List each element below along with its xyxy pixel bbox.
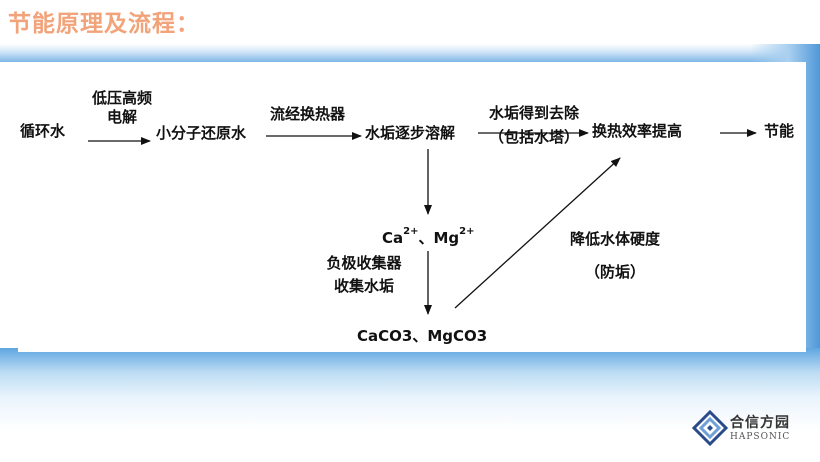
decorative-band-top (0, 44, 820, 62)
decorative-band-bottom (0, 348, 820, 458)
content-panel (18, 62, 806, 352)
slide-title: 节能原理及流程： (8, 10, 200, 37)
label-reduce-hardness: 降低水体硬度 （防垢） (550, 230, 680, 282)
label-cathode-collector: 负极收集器 收集水垢 (314, 254, 414, 296)
node-ions: Ca2+、Mg2+ (382, 225, 475, 248)
node-precipitate: CaCO3、MgCO3 (357, 327, 488, 345)
node-heat-efficiency: 换热效率提高 (592, 122, 683, 140)
ion-mg-charge: 2+ (459, 226, 475, 237)
label-electrolysis-line2: 电解 (106, 108, 137, 126)
ion-ca-charge: 2+ (403, 226, 419, 237)
node-scale-dissolving: 水垢逐步溶解 (365, 124, 456, 142)
node-energy-saving: 节能 (764, 122, 795, 140)
label-scale-removed: 水垢得到去除 （包括水塔） (474, 104, 594, 147)
label-electrolysis-line1: 低压高频 (91, 89, 152, 107)
arrow-precipitate-to-mid3 (454, 157, 621, 309)
label-scale-removed-line1: 水垢得到去除 (488, 104, 579, 122)
label-reduce-hardness-line1: 降低水体硬度 (569, 230, 660, 248)
label-electrolysis: 低压高频 电解 (82, 89, 162, 127)
hapsonic-logo-icon (692, 410, 728, 446)
company-logo: 合信方园 HAPSONIC (690, 408, 810, 452)
label-scale-removed-line2: （包括水塔） (488, 128, 579, 146)
label-reduce-hardness-line2: （防垢） (584, 263, 645, 281)
logo-english-name: HAPSONIC (730, 432, 791, 442)
ion-ca: Ca (382, 229, 404, 247)
logo-chinese-name: 合信方园 (730, 415, 790, 431)
label-cathode-collector-line2: 收集水垢 (333, 277, 394, 295)
node-reduced-water: 小分子还原水 (156, 124, 247, 142)
ion-separator: 、 (418, 229, 434, 247)
label-heat-exchanger: 流经换热器 (270, 105, 346, 123)
label-cathode-collector-line1: 负极收集器 (326, 254, 402, 272)
ion-mg: Mg (433, 229, 460, 247)
node-circulating-water: 循环水 (20, 122, 66, 140)
